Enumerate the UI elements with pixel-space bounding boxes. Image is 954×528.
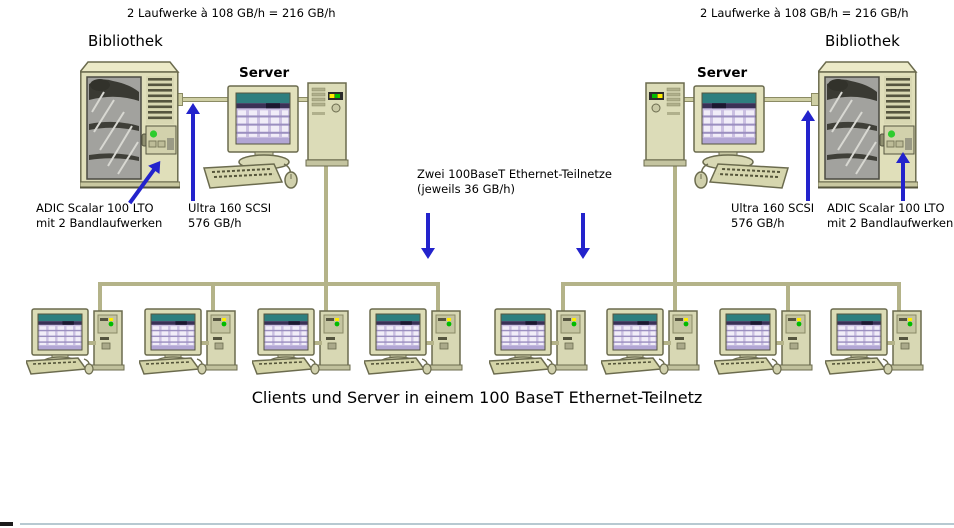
- client-drop: [98, 282, 102, 312]
- library-label-right: Bibliothek: [825, 32, 900, 50]
- server-ethernet-drop-left: [324, 158, 328, 311]
- client-drop: [324, 282, 328, 312]
- adic-arrow-right-icon: [894, 152, 912, 203]
- client-drop: [211, 282, 215, 312]
- subnet-label-line1: Zwei 100BaseT Ethernet-Teilnetze: [417, 167, 612, 181]
- client-drop: [436, 282, 440, 312]
- server-label-left: Server: [239, 65, 290, 81]
- throughput-label-right: 2 Laufwerke à 108 GB/h = 216 GB/h: [700, 6, 909, 20]
- client-workstation-icon: [825, 303, 930, 375]
- adic-label-left-line1: ADIC Scalar 100 LTO: [36, 201, 154, 215]
- ethernet-bus-right: [561, 282, 901, 286]
- client-drop: [561, 282, 565, 312]
- client-workstation-icon: [139, 303, 244, 375]
- adic-label-right-line2: mit 2 Bandlaufwerken: [827, 216, 954, 230]
- client-drop: [673, 282, 677, 312]
- subnet-label: Zwei 100BaseT Ethernet-Teilnetze (jeweil…: [417, 167, 612, 197]
- client-workstation-icon: [714, 303, 819, 375]
- subnet-arrow-right-icon: [574, 213, 592, 259]
- subnet-arrow-left-icon: [419, 213, 437, 259]
- client-drop: [897, 282, 901, 312]
- tape-library-icon-left: [80, 60, 180, 190]
- ethernet-bus-left: [98, 282, 440, 286]
- scsi-label-left-line1: Ultra 160 SCSI: [188, 201, 272, 215]
- client-workstation-icon: [252, 303, 357, 375]
- subnet-label-line2: (jeweils 36 GB/h): [417, 182, 516, 196]
- scsi-label-left-line2: 576 GB/h: [188, 216, 242, 230]
- server-workstation-icon-right: [642, 80, 792, 195]
- client-workstation-icon: [601, 303, 706, 375]
- scsi-label-right: Ultra 160 SCSI 576 GB/h: [731, 201, 814, 231]
- bottom-caption: Clients und Server in einem 100 BaseT Et…: [251, 388, 703, 407]
- adic-label-left-line2: mit 2 Bandlaufwerken: [36, 216, 163, 230]
- window-edge-mark: [0, 522, 13, 526]
- scsi-label-right-line2: 576 GB/h: [731, 216, 785, 230]
- scsi-label-left: Ultra 160 SCSI 576 GB/h: [188, 201, 271, 231]
- client-workstation-icon: [489, 303, 594, 375]
- scsi-arrow-left-icon: [184, 103, 202, 203]
- client-workstation-icon: [26, 303, 131, 375]
- server-label-right: Server: [697, 65, 748, 81]
- library-label-left: Bibliothek: [88, 32, 163, 50]
- server-ethernet-drop-right: [673, 158, 677, 311]
- adic-label-right: ADIC Scalar 100 LTO mit 2 Bandlaufwerken: [827, 201, 953, 231]
- client-workstation-icon: [364, 303, 469, 375]
- throughput-label-left: 2 Laufwerke à 108 GB/h = 216 GB/h: [127, 6, 336, 20]
- adic-label-left: ADIC Scalar 100 LTO mit 2 Bandlaufwerken: [36, 201, 162, 231]
- scsi-label-right-line1: Ultra 160 SCSI: [731, 201, 815, 215]
- window-edge-line: [20, 523, 954, 525]
- adic-label-right-line1: ADIC Scalar 100 LTO: [827, 201, 945, 215]
- server-workstation-icon-left: [200, 80, 350, 195]
- client-drop: [786, 282, 790, 312]
- scsi-arrow-right-icon: [799, 110, 817, 203]
